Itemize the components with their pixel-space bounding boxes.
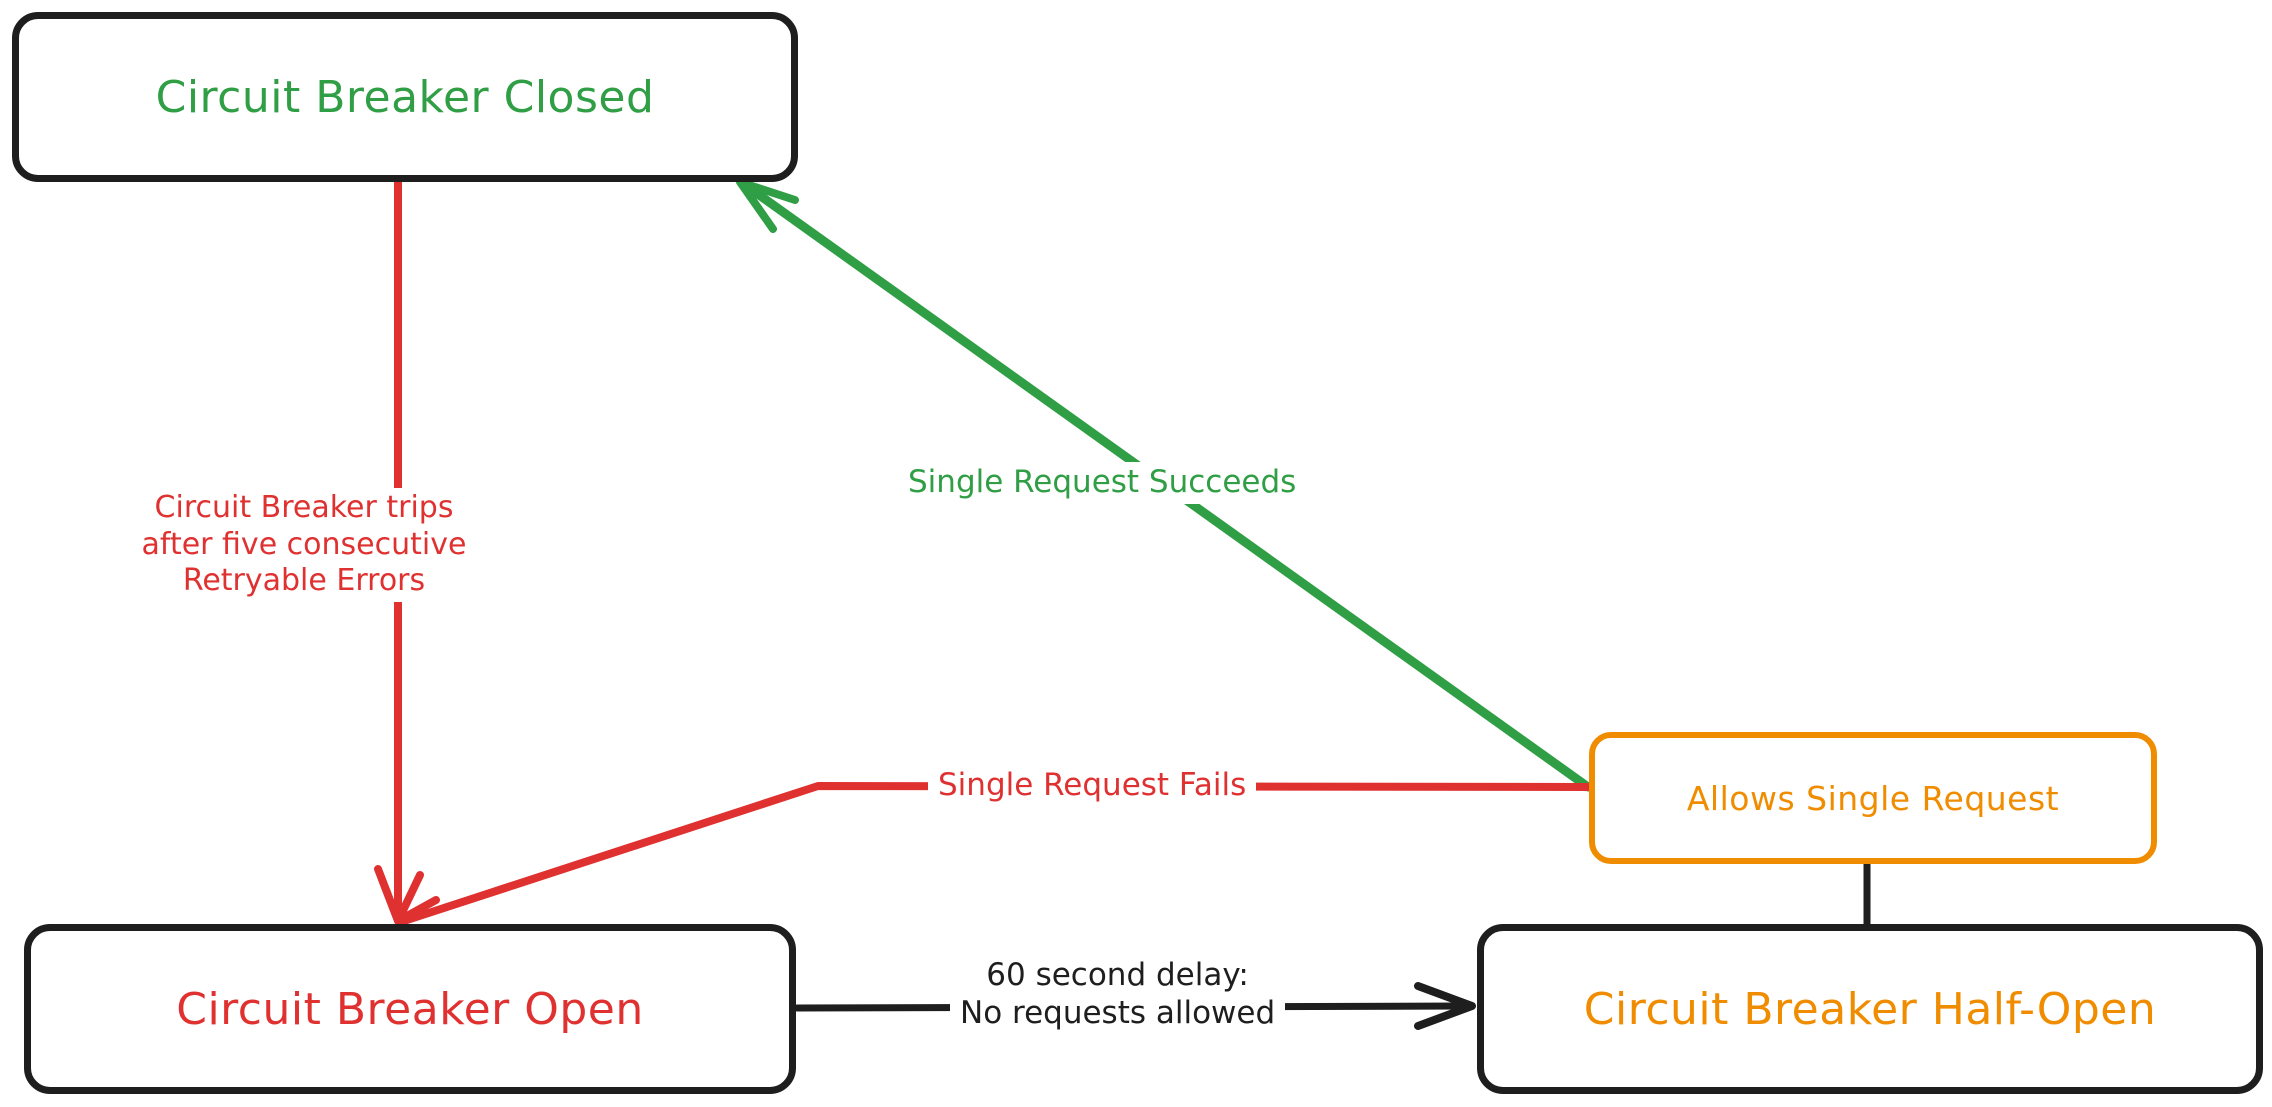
node-label-circuit-breaker-closed: Circuit Breaker Closed <box>155 71 655 123</box>
node-allows-single-request[interactable]: Allows Single Request <box>1589 732 2157 864</box>
node-circuit-breaker-closed[interactable]: Circuit Breaker Closed <box>12 12 798 182</box>
edge-label-single-request-fails: Single Request Fails <box>928 765 1257 807</box>
node-label-circuit-breaker-open: Circuit Breaker Open <box>176 983 644 1035</box>
edge-label-single-request-succeeds: Single Request Succeeds <box>898 462 1307 504</box>
edge-label-line: Single Request Succeeds <box>908 464 1297 500</box>
arrowhead-open-to-half-open <box>1414 982 1476 1030</box>
edge-label-line: Retryable Errors <box>182 563 426 599</box>
edge-label-line: Single Request Fails <box>938 767 1247 803</box>
node-circuit-breaker-open[interactable]: Circuit Breaker Open <box>24 924 796 1094</box>
edge-label-line: No requests allowed <box>960 994 1276 1031</box>
node-label-allows-single-request: Allows Single Request <box>1686 778 2060 818</box>
edge-label-line: after five consecutive <box>141 526 467 562</box>
edge-label-line: 60 second delay: <box>986 957 1249 993</box>
arrowhead-allows-to-closed <box>736 178 799 233</box>
node-label-circuit-breaker-half-open: Circuit Breaker Half-Open <box>1583 983 2157 1035</box>
node-circuit-breaker-half-open[interactable]: Circuit Breaker Half-Open <box>1477 924 2263 1094</box>
arrowhead-closed-to-open <box>374 865 440 925</box>
edge-label-circuit-breaker-trips: Circuit Breaker trips after five consecu… <box>120 488 488 602</box>
edge-label-line: Circuit Breaker trips <box>154 490 454 525</box>
edge-label-sixty-second-delay: 60 second delay: No requests allowed <box>950 955 1286 1035</box>
